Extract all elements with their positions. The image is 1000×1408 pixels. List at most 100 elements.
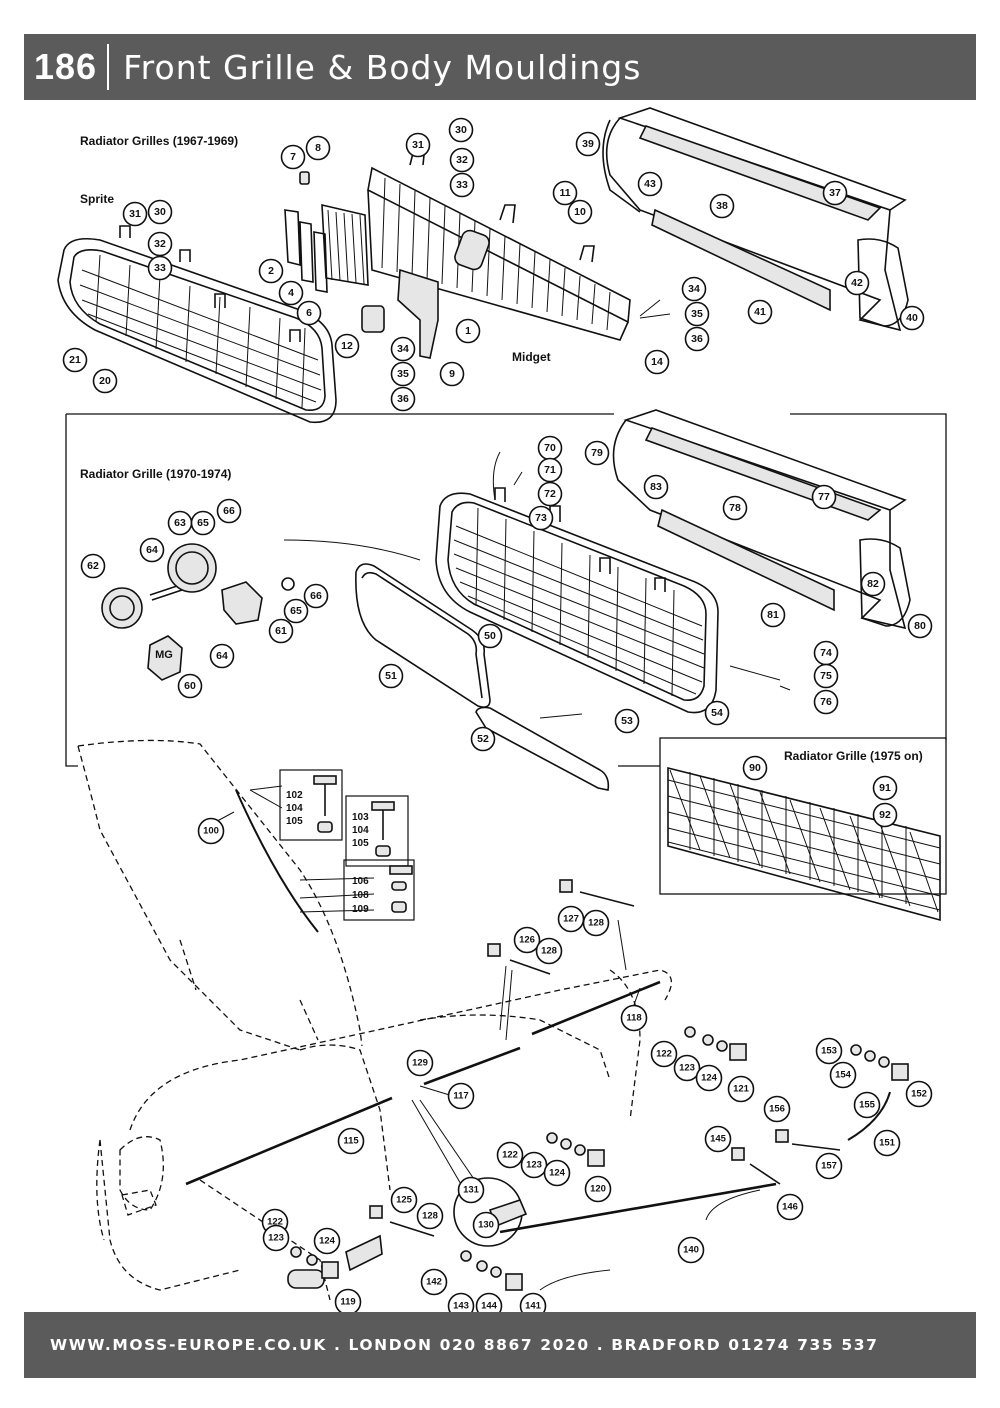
callout-label: 66	[310, 590, 322, 602]
callout-part-51: 51	[378, 663, 404, 689]
callout-label: 81	[767, 609, 779, 621]
callout-part-142: 142	[420, 1268, 448, 1296]
callout-label: 75	[820, 670, 832, 682]
callout-label: 30	[154, 206, 166, 218]
fasteners	[290, 879, 909, 1291]
section-label-sprite: Sprite	[80, 192, 114, 206]
callout-label: 124	[549, 1168, 566, 1179]
callout-part-8: 8	[305, 135, 331, 161]
callout-part-156: 156	[763, 1095, 791, 1123]
callout-part-129: 129	[406, 1049, 434, 1077]
footer-contact: WWW.MOSS-EUROPE.CO.UK . LONDON 020 8867 …	[50, 1336, 879, 1354]
callout-part-125: 125	[390, 1186, 418, 1214]
page-header: 186 Front Grille & Body Mouldings	[24, 34, 976, 100]
callout-part-73: 73	[528, 505, 554, 531]
callout-part-14: 14	[644, 349, 670, 375]
callout-label: 4	[288, 287, 294, 299]
callout-label: 117	[453, 1091, 468, 1102]
callout-label: 72	[544, 488, 556, 500]
callout-label: 38	[716, 200, 728, 212]
grille-1970	[435, 487, 719, 714]
callout-part-52: 52	[470, 726, 496, 752]
callout-label: 143	[453, 1301, 469, 1312]
grille-1975-box	[659, 737, 947, 895]
callout-label: 32	[154, 238, 166, 250]
callout-part-31: 31	[405, 132, 431, 158]
callout-part-12: 12	[334, 333, 360, 359]
callout-part-35: 35	[684, 301, 710, 327]
callout-label: 64	[146, 544, 158, 556]
callout-label: 123	[526, 1160, 542, 1171]
callout-label: 152	[911, 1089, 927, 1100]
inset-label-104b: 104	[352, 825, 369, 836]
callout-part-153: 153	[815, 1037, 843, 1065]
section-label-grille-1975: Radiator Grille (1975 on)	[784, 749, 923, 763]
callout-label: 14	[651, 356, 663, 368]
callout-part-76: 76	[813, 689, 839, 715]
callout-label: 54	[711, 707, 723, 719]
callout-part-60: 60	[177, 673, 203, 699]
callout-label: 154	[835, 1070, 852, 1081]
callout-part-123: 123	[673, 1054, 701, 1082]
callout-label: 145	[710, 1134, 727, 1145]
callout-label: 21	[69, 354, 81, 366]
callout-label: 39	[582, 138, 594, 150]
callout-part-157: 157	[815, 1152, 843, 1180]
callout-label: 63	[174, 517, 186, 529]
callout-part-34: 34	[390, 336, 416, 362]
callout-part-6: 6	[296, 300, 322, 326]
front-bumper-1970	[612, 409, 911, 630]
callout-label: 123	[268, 1233, 284, 1244]
callout-label: 64	[216, 650, 228, 662]
callout-label: 127	[563, 914, 579, 925]
callout-part-80: 80	[907, 613, 933, 639]
callout-label: 122	[267, 1217, 283, 1228]
callout-part-119: 119	[334, 1288, 362, 1316]
callout-label: 12	[341, 340, 353, 352]
callout-label: 121	[733, 1084, 750, 1095]
callout-label: 80	[914, 620, 926, 632]
inset-box-1	[249, 769, 343, 841]
callout-part-42: 42	[844, 270, 870, 296]
callout-part-123: 123	[520, 1151, 548, 1179]
callout-part-146: 146	[776, 1193, 804, 1221]
callout-part-120: 120	[584, 1175, 612, 1203]
callout-part-79: 79	[584, 440, 610, 466]
car-body-outline	[77, 739, 672, 1301]
callout-part-115: 115	[337, 1127, 365, 1155]
callout-label: 126	[519, 935, 535, 946]
leader-lines	[207, 299, 791, 1291]
callout-label: 33	[154, 262, 166, 274]
callout-label: 61	[275, 625, 287, 637]
callout-label: 37	[829, 187, 841, 199]
callout-label: 30	[455, 124, 467, 136]
section-label-grilles-1967: Radiator Grilles (1967-1969)	[80, 134, 238, 148]
callout-label: 157	[821, 1161, 837, 1172]
callout-part-37: 37	[822, 180, 848, 206]
callout-part-100: 100	[197, 817, 225, 845]
callout-part-72: 72	[537, 481, 563, 507]
callout-label: 77	[818, 491, 830, 503]
callout-label: 51	[385, 670, 397, 682]
callout-label: 124	[701, 1073, 718, 1084]
callout-part-131: 131	[457, 1176, 485, 1204]
callout-label: 155	[859, 1100, 876, 1111]
callout-part-40: 40	[899, 305, 925, 331]
callout-part-90: 90	[742, 755, 768, 781]
callout-part-31: 31	[122, 201, 148, 227]
callout-part-121: 121	[727, 1075, 755, 1103]
callout-part-74: 74	[813, 640, 839, 666]
callout-label: 65	[197, 517, 209, 529]
callout-part-1: 1	[455, 318, 481, 344]
callout-part-75: 75	[813, 663, 839, 689]
callout-part-50: 50	[477, 623, 503, 649]
callout-label: 34	[688, 283, 700, 295]
callout-label: 123	[679, 1063, 695, 1074]
mg-badge-text: MG	[155, 649, 173, 661]
callout-part-151: 151	[873, 1129, 901, 1157]
callout-part-39: 39	[575, 131, 601, 157]
callout-part-122: 122	[650, 1040, 678, 1068]
callout-part-78: 78	[722, 495, 748, 521]
callout-part-66: 66	[303, 583, 329, 609]
